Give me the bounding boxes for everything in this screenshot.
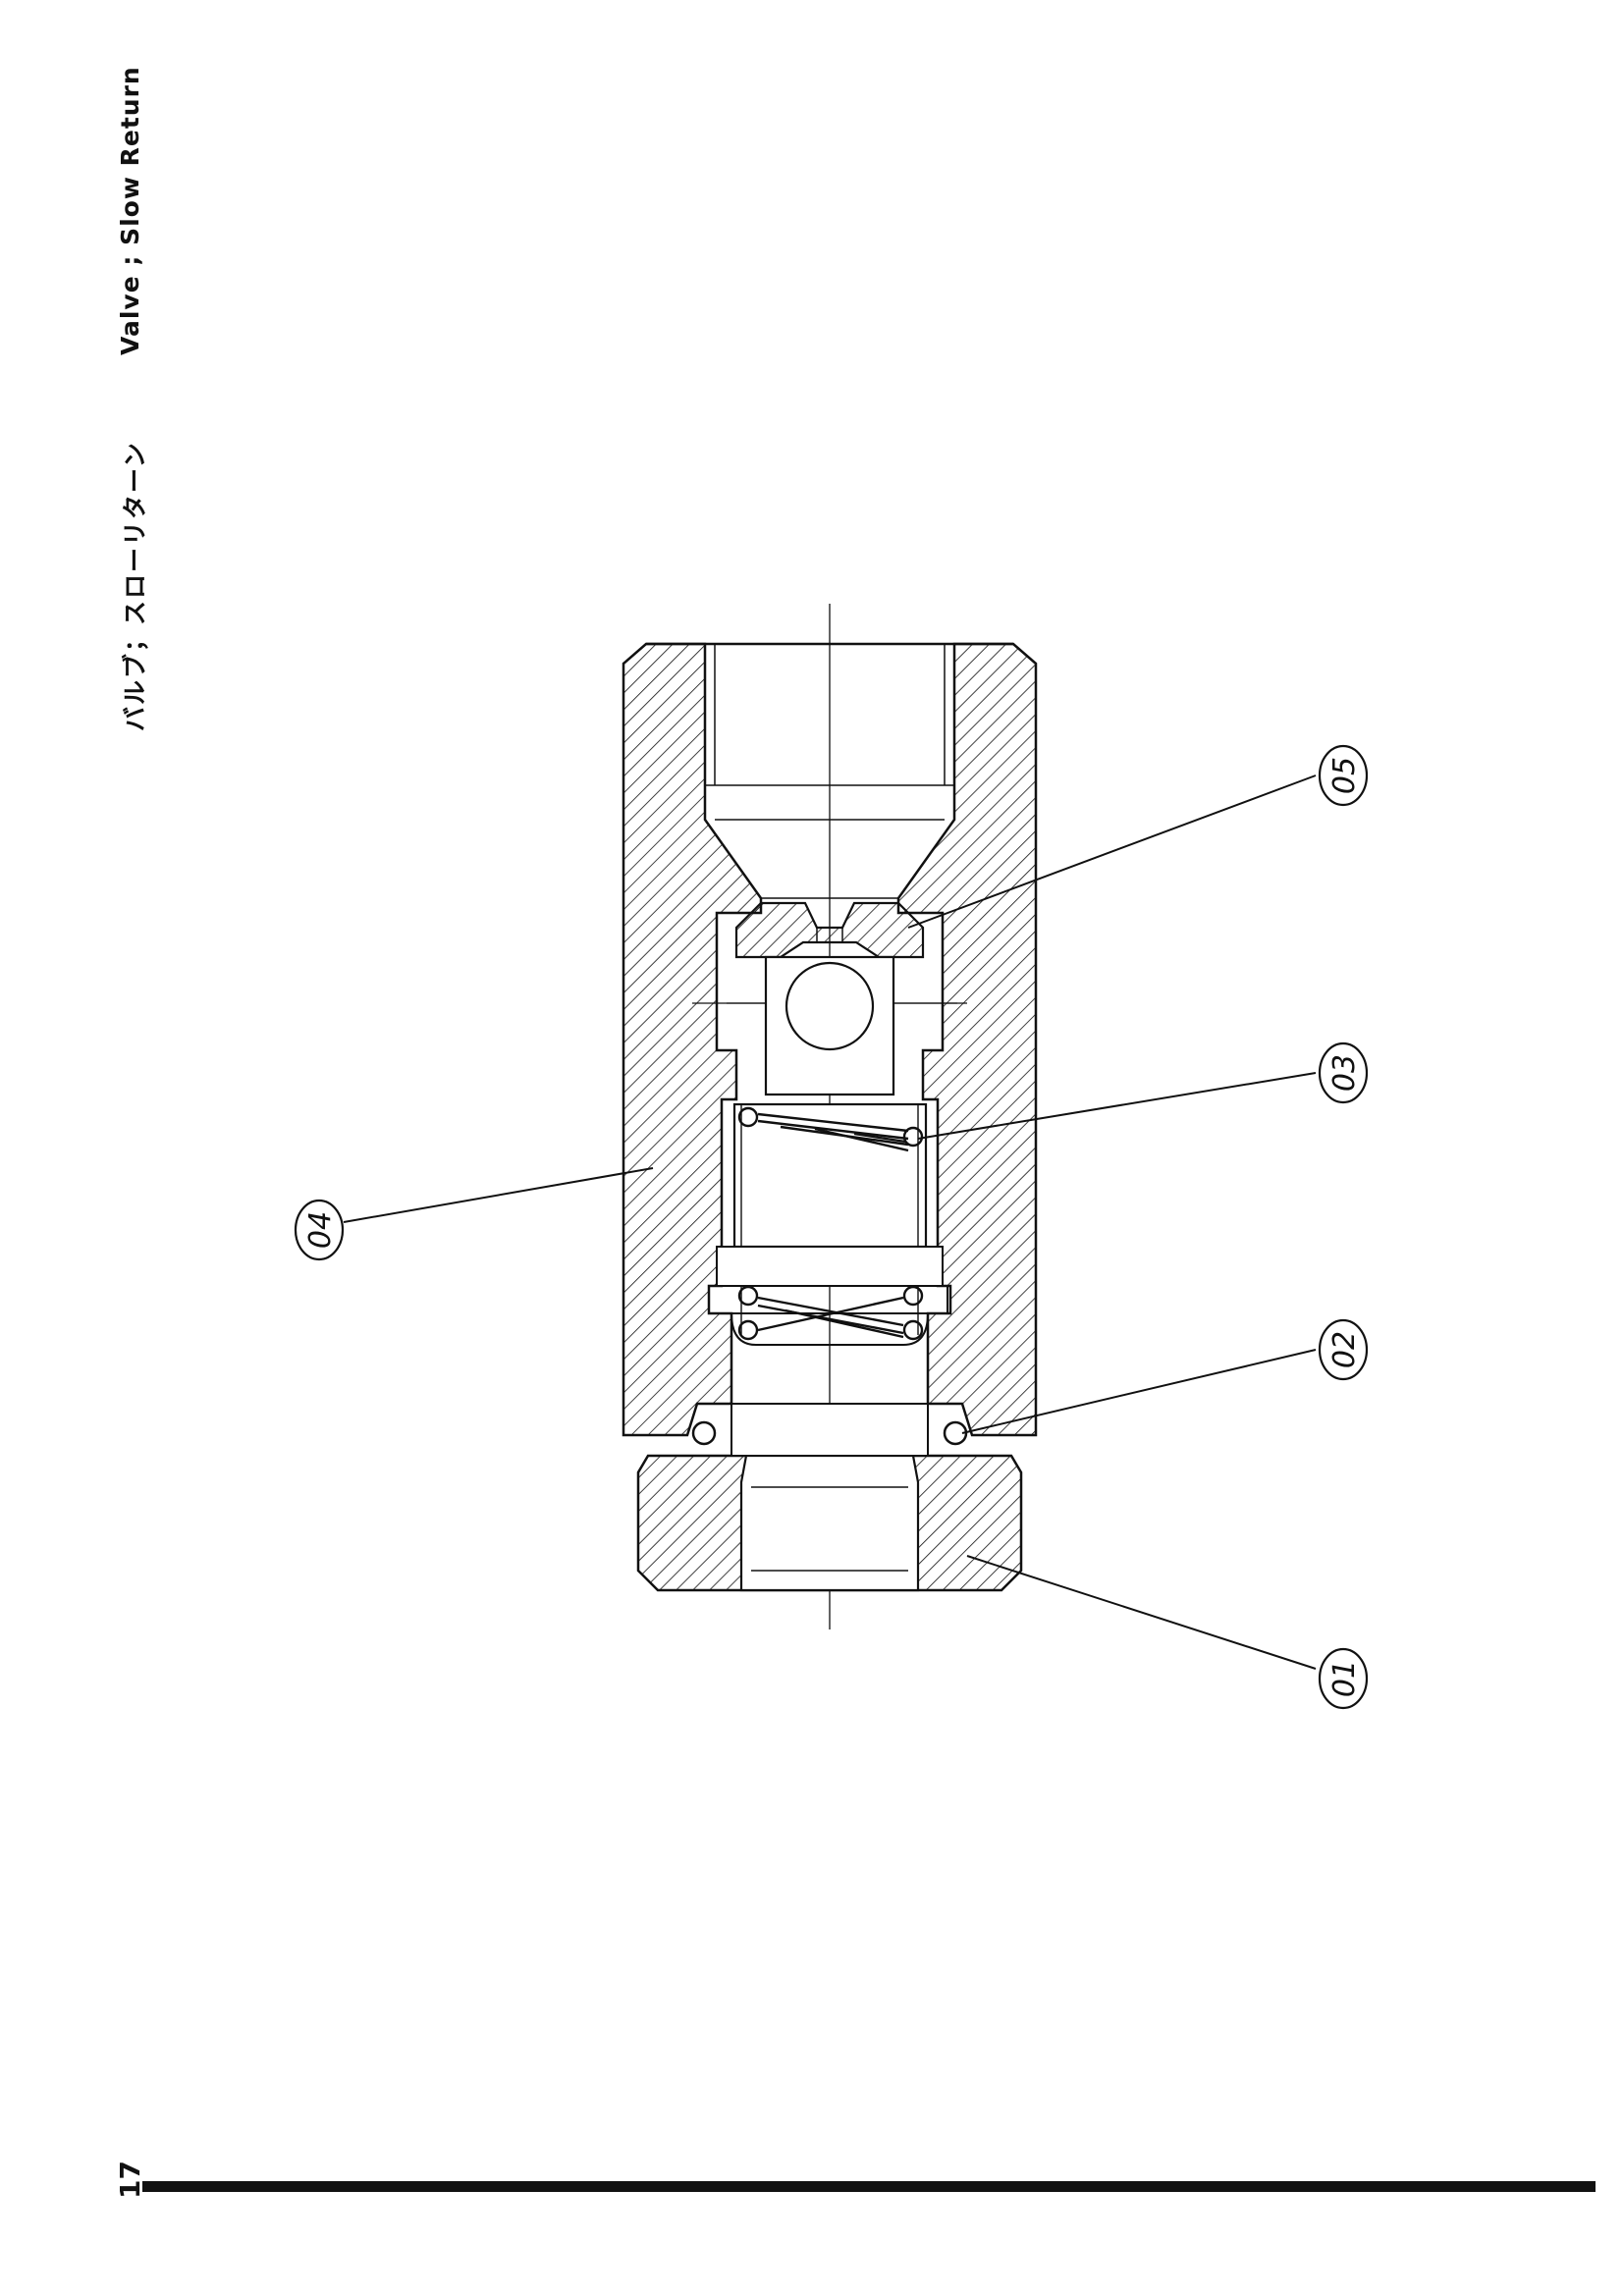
leader-02 (961, 1349, 1317, 1434)
leader-03 (917, 1072, 1317, 1140)
leader-04 (343, 1167, 654, 1223)
spring-03 (737, 1106, 924, 1152)
leader-05 (907, 774, 1317, 929)
ball-cage (727, 955, 957, 1096)
callout-05: 05 (1318, 744, 1369, 807)
leader-01 (966, 1555, 1317, 1670)
svg-text:03: 03 (1327, 1054, 1362, 1092)
collar (708, 1285, 948, 1346)
svg-text:04: 04 (303, 1211, 338, 1249)
spring-lower (737, 1285, 924, 1341)
svg-text:05: 05 (1327, 757, 1362, 794)
bottom-rule (142, 2181, 1596, 2192)
seat-05 (734, 901, 925, 959)
page-number: 17 (114, 2161, 146, 2199)
svg-text:01: 01 (1327, 1660, 1362, 1697)
plug-01 (636, 1403, 1023, 1592)
callout-03: 03 (1318, 1041, 1369, 1104)
body-04 (622, 642, 1038, 1437)
sleeve (716, 1102, 944, 1335)
callout-02: 02 (1318, 1318, 1369, 1381)
svg-text:02: 02 (1327, 1331, 1362, 1368)
callout-04: 04 (294, 1199, 345, 1261)
leader-lines (343, 774, 1317, 1670)
check-ball (784, 961, 875, 1051)
callout-01: 01 (1318, 1647, 1369, 1710)
